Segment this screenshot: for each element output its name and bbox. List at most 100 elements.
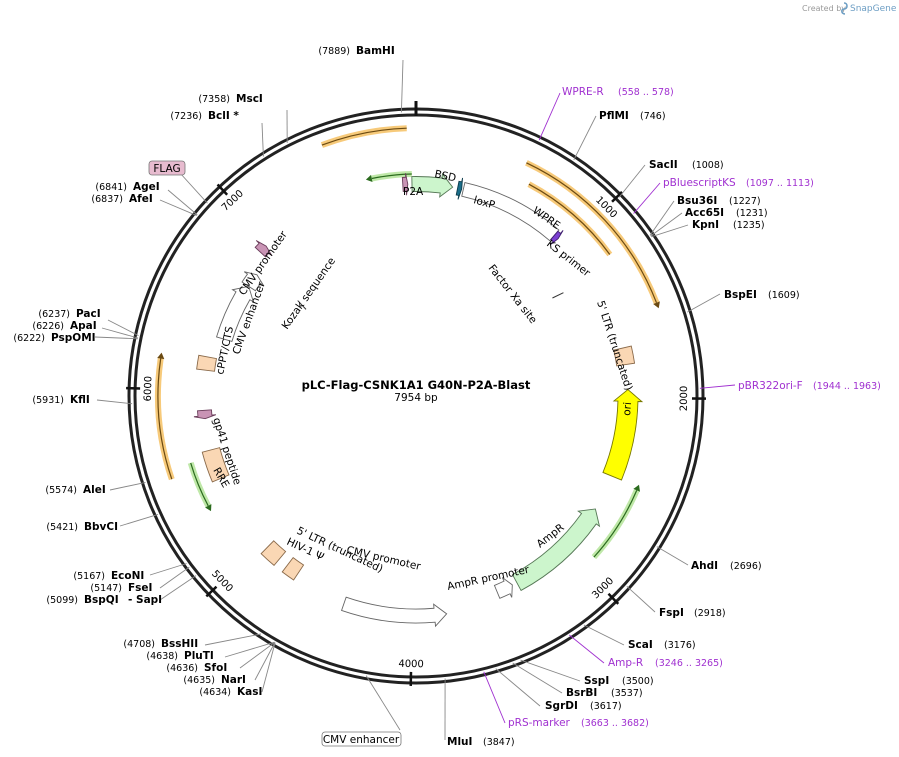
site-name-apai[interactable]: ApaI — [70, 320, 97, 332]
feature-label-factor-xa[interactable]: Factor Xa site — [486, 262, 539, 326]
site-pos-bbvci: (5421) — [46, 522, 78, 533]
site-name-econi[interactable]: EcoNI — [111, 570, 144, 582]
site-pos-pluti: (4638) — [146, 651, 178, 662]
site-name-alei[interactable]: AleI — [83, 484, 106, 496]
leader-line — [651, 224, 689, 238]
site-name-bspqi[interactable]: BspQI — [84, 594, 119, 606]
site-name-sfoi[interactable]: SfoI — [204, 662, 227, 674]
feature-wpre[interactable] — [461, 181, 560, 242]
primer-name-amp-r[interactable]: Amp-R — [608, 657, 643, 669]
feature-cmv-promoter-bottom[interactable] — [340, 596, 448, 628]
feature-rre[interactable] — [201, 447, 230, 483]
flag-tag[interactable]: FLAG — [148, 160, 186, 176]
site-name-afei[interactable]: AfeI — [129, 193, 153, 205]
site-name-kfli[interactable]: KflI — [70, 394, 90, 406]
feature-cmv-promoter-top[interactable] — [241, 271, 265, 292]
site-name-bbvci[interactable]: BbvCI — [84, 521, 118, 533]
site-name-kpni[interactable]: KpnI — [692, 219, 719, 231]
site-name-pluti[interactable]: PluTI — [184, 650, 214, 662]
site-name-bamhi[interactable]: BamHI — [356, 45, 395, 57]
plasmid-length: 7954 bp — [394, 392, 438, 404]
feature-ampr-promoter[interactable] — [493, 577, 513, 599]
site-name-bcli[interactable]: BclI * — [208, 110, 239, 122]
primer-name-pbluescriptks[interactable]: pBluescriptKS — [663, 177, 736, 189]
orf-arc-left[interactable] — [154, 358, 175, 481]
site-name-mlui[interactable]: MluI — [447, 736, 472, 748]
site-pos-bspei: (1609) — [768, 290, 800, 301]
leader-line — [239, 642, 275, 669]
green-arc-ampr[interactable] — [591, 489, 640, 560]
leader-line — [626, 585, 656, 613]
tick-label-6000: 6000 — [143, 376, 155, 402]
site-name-kasi[interactable]: KasI — [237, 686, 262, 698]
feature-label-ori[interactable]: ori — [621, 402, 634, 417]
leader-line — [400, 59, 404, 113]
site-name-sspi[interactable]: SspI — [584, 675, 609, 687]
feature-label-ks-primer[interactable]: KS primer — [544, 238, 593, 280]
site-name-agei[interactable]: AgeI — [133, 181, 160, 193]
primer-name-pbr322ori-f[interactable]: pBR322ori-F — [738, 380, 803, 392]
leader-line — [179, 172, 208, 204]
orf-arc-right-1-core — [526, 162, 658, 303]
site-name-pflmi[interactable]: PflMI — [599, 110, 629, 122]
site-pos-kfli: (5931) — [32, 395, 64, 406]
cmv-enhancer-box-label[interactable]: CMV enhancer — [321, 731, 402, 747]
primers: WPRE-R (558 .. 578) pBluescriptKS (1097 … — [508, 86, 881, 729]
site-name-bsshii[interactable]: BssHII — [161, 638, 198, 650]
brand-prefix: Created by — [802, 4, 846, 13]
feature-gp41[interactable] — [193, 409, 217, 420]
site-name-scai[interactable]: ScaI — [628, 639, 653, 651]
primer-name-prs-marker[interactable]: pRS-marker — [508, 717, 571, 729]
feature-label-loxp[interactable]: loxP — [472, 194, 496, 211]
feature-5ltr-top[interactable] — [613, 345, 636, 367]
site-pos-kasi: (4634) — [199, 687, 231, 698]
leader-line — [520, 659, 581, 682]
features-layer — [193, 172, 644, 628]
feature-label-bsd[interactable]: BSD — [433, 168, 457, 184]
site-name-sacii[interactable]: SacII — [649, 159, 678, 171]
green-arc-top-core — [371, 173, 412, 180]
leader-line — [687, 293, 721, 313]
feature-loxp[interactable] — [455, 177, 464, 200]
site-pos-agei: (6841) — [95, 182, 127, 193]
feature-p2a[interactable] — [401, 173, 409, 196]
site-name-sapi[interactable]: - SapI — [128, 594, 162, 606]
site-name-bspei[interactable]: BspEI — [724, 289, 757, 301]
leader-line — [159, 566, 190, 589]
feature-5ltr-bottom[interactable] — [260, 540, 287, 567]
green-arc-ampr-head — [633, 484, 640, 492]
leader-line — [261, 642, 276, 693]
feature-ks-primer[interactable] — [550, 230, 564, 245]
primer-range-pbr322ori-f: (1944 .. 1963) — [813, 381, 881, 392]
feature-label-5ltr-top[interactable]: 5' LTR (truncated) — [594, 299, 634, 392]
site-name-bsu36i[interactable]: Bsu36I — [677, 195, 717, 207]
site-pos-fspi: (2918) — [694, 608, 726, 619]
feature-bsd[interactable] — [411, 172, 454, 198]
site-name-fspi[interactable]: FspI — [659, 607, 684, 619]
site-name-pspomi[interactable]: PspOMI — [51, 332, 96, 344]
feature-cppt[interactable] — [196, 354, 217, 372]
site-name-msci[interactable]: MscI — [236, 93, 263, 105]
plasmid-name: pLC-Flag-CSNK1A1 G40N-P2A-Blast — [302, 378, 531, 392]
site-name-bsrbi[interactable]: BsrBI — [566, 687, 597, 699]
feature-hiv-psi[interactable] — [281, 556, 305, 581]
feature-label-p2a[interactable]: P2A — [403, 186, 424, 198]
orf-arc-top-left[interactable] — [320, 125, 407, 148]
feature-ori[interactable] — [602, 388, 644, 481]
site-name-fsei[interactable]: FseI — [128, 582, 152, 594]
site-name-nari[interactable]: NarI — [221, 674, 246, 686]
cmv-enhancer-box — [321, 731, 402, 747]
leader-line — [699, 384, 736, 389]
site-name-acc65i[interactable]: Acc65I — [685, 207, 724, 219]
primer-name-wpre-r[interactable]: WPRE-R — [562, 86, 604, 98]
site-name-paci[interactable]: PacI — [76, 308, 101, 320]
feature-ampr[interactable] — [511, 508, 601, 592]
site-name-sgrdi[interactable]: SgrDI — [545, 700, 578, 712]
flag-tag-box — [148, 160, 186, 176]
tick-mark-5000 — [205, 585, 218, 598]
site-name-ahdi[interactable]: AhdI — [691, 560, 718, 572]
leader-line — [224, 641, 275, 658]
feature-flag[interactable] — [254, 240, 273, 258]
feature-label-kozak[interactable]: Kozak sequence — [280, 255, 338, 331]
